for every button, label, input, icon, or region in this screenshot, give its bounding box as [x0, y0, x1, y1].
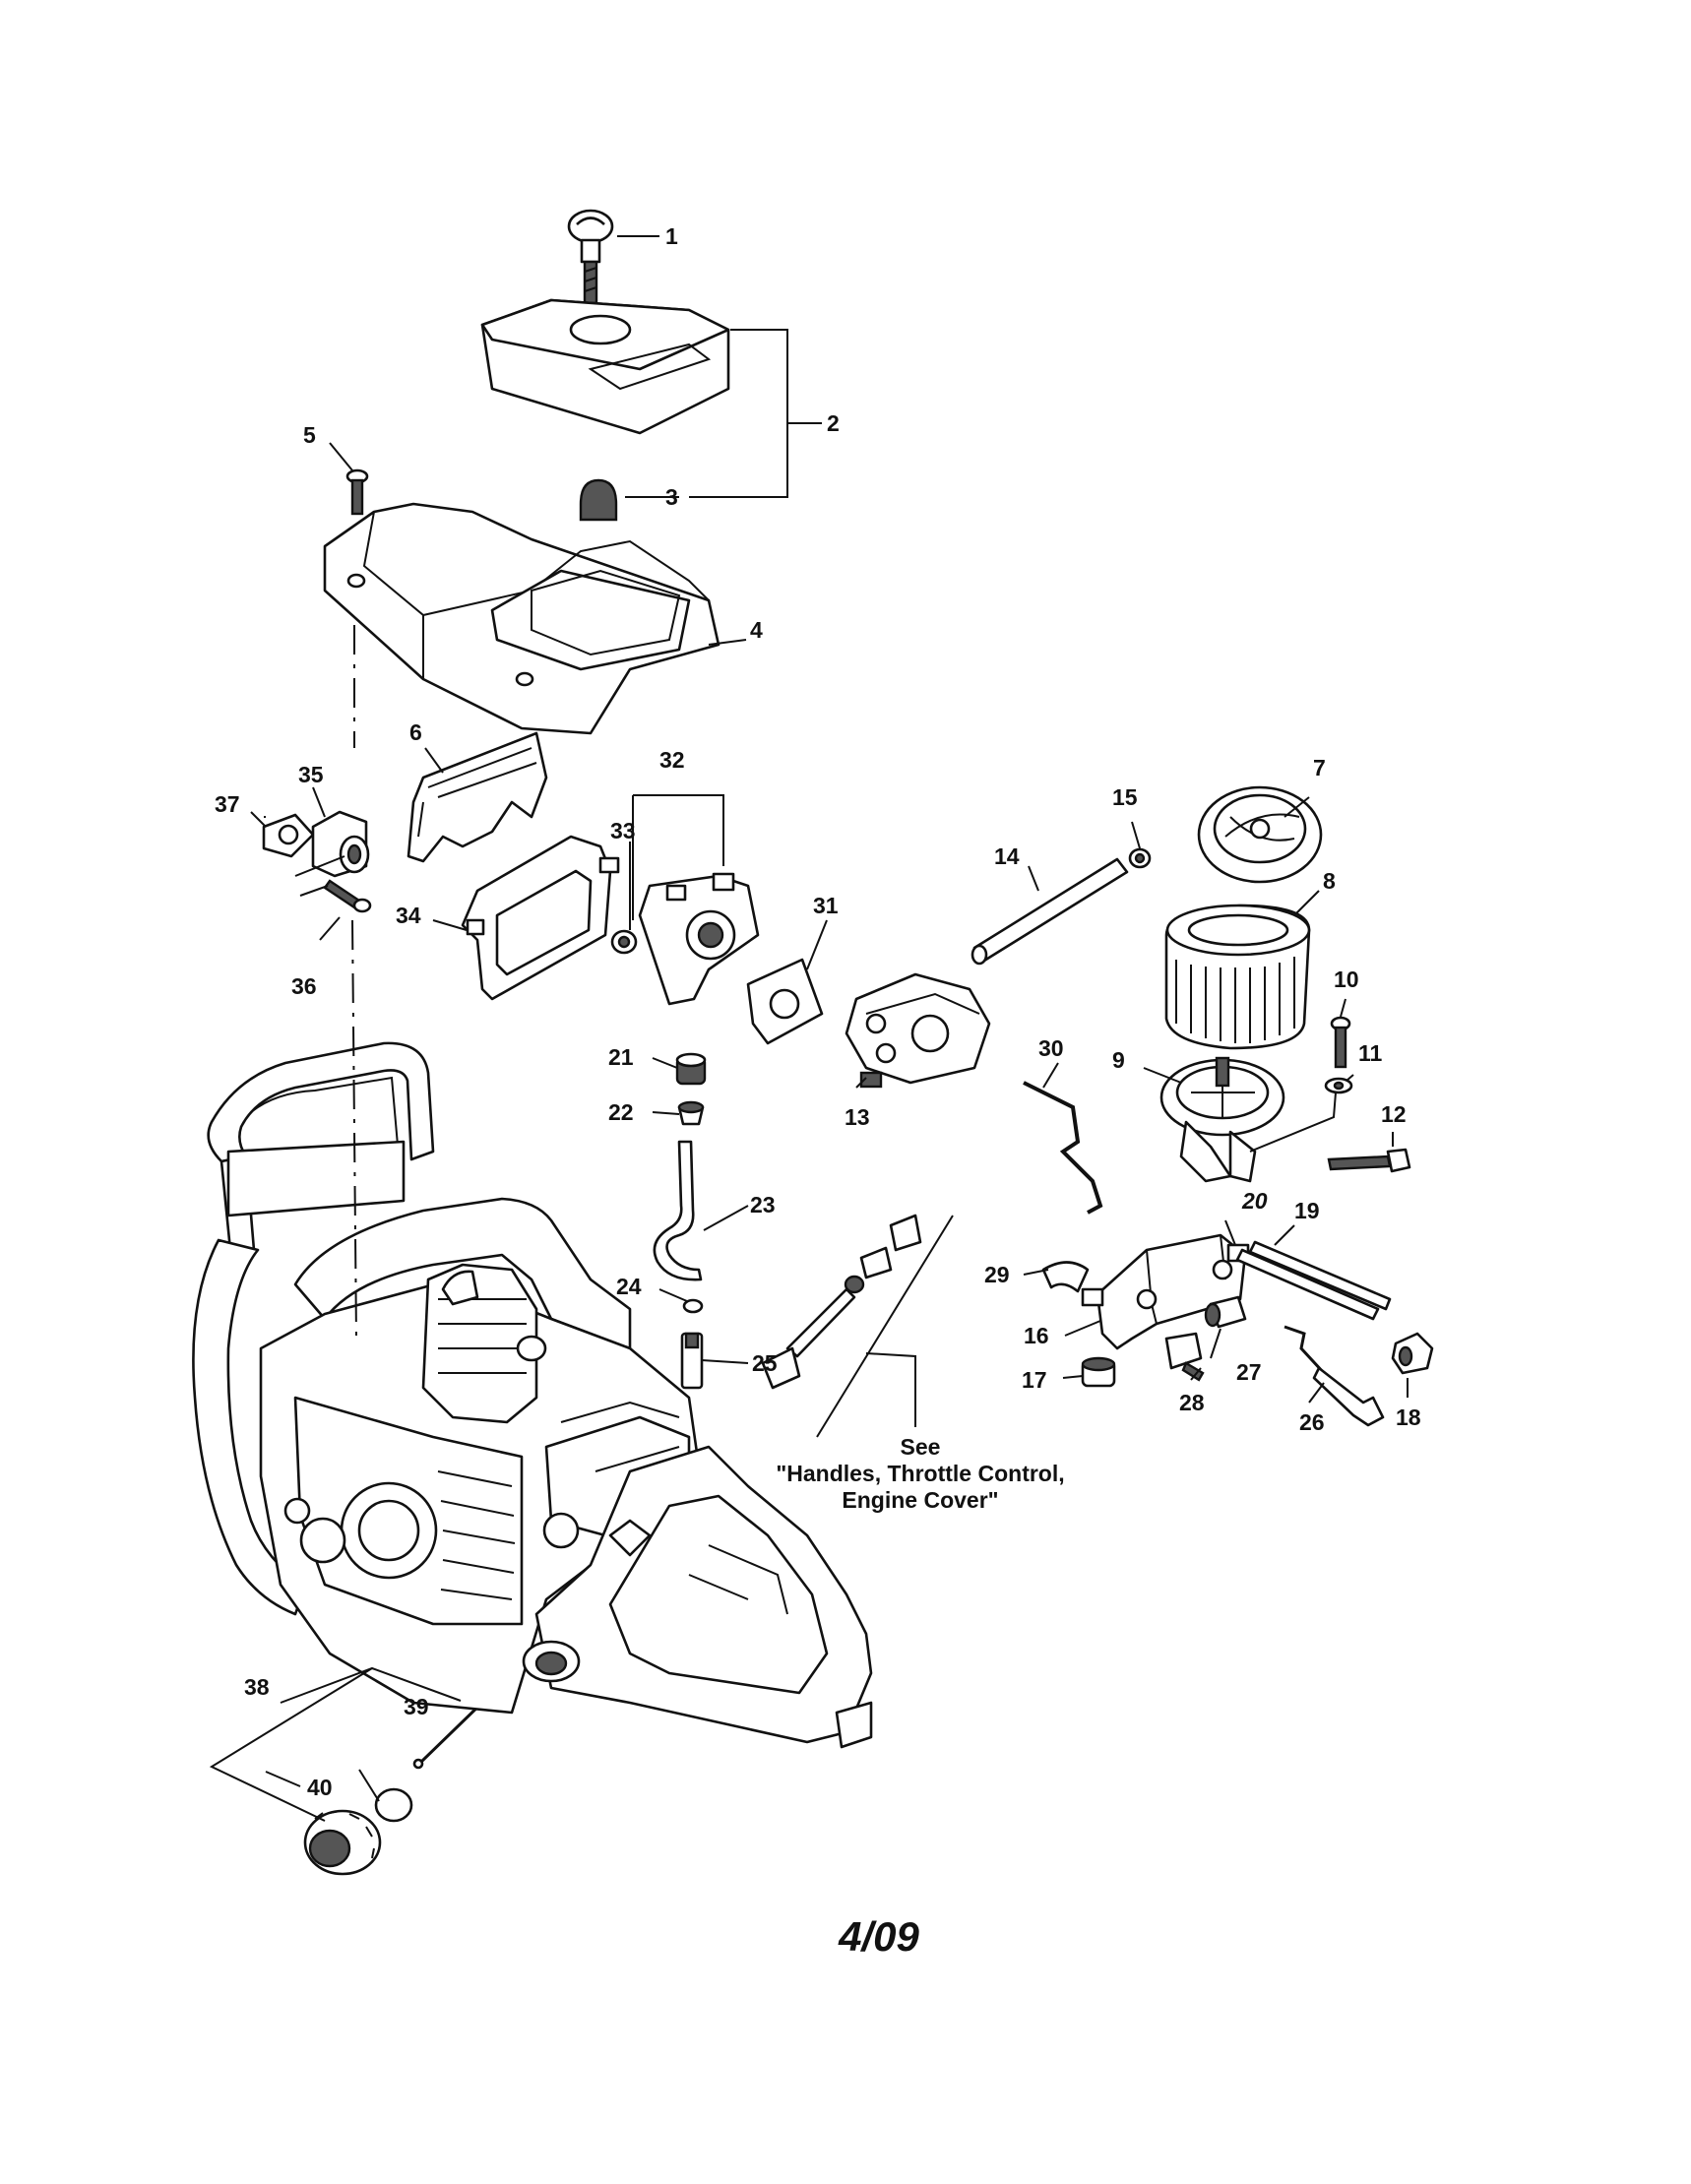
callout-labels: 1 2 3 4 5 6 7 8 9 10 11 12 13 14 15 16 1…	[215, 223, 1421, 1800]
callout-37: 37	[215, 791, 240, 817]
callout-22: 22	[608, 1099, 634, 1125]
callout-24: 24	[616, 1274, 642, 1299]
callout-26: 26	[1299, 1409, 1325, 1435]
leader-lines	[209, 235, 1409, 1822]
part-19-20-rods	[1235, 1240, 1392, 1321]
part-13-carburetor	[845, 972, 991, 1089]
callout-19: 19	[1294, 1198, 1320, 1223]
part-35-boot	[311, 810, 370, 878]
callout-29: 29	[984, 1262, 1010, 1287]
part-22-bushing	[677, 1100, 705, 1126]
part-34-frame	[461, 835, 620, 1001]
callout-27: 27	[1236, 1359, 1262, 1385]
part-6-baffle	[407, 731, 548, 863]
callout-21: 21	[608, 1044, 634, 1070]
part-2-top-cover	[480, 298, 730, 435]
part-37-gasket	[262, 813, 315, 858]
callout-10: 10	[1334, 967, 1359, 992]
callout-28: 28	[1179, 1390, 1205, 1415]
callout-33: 33	[610, 818, 636, 843]
part-18-primer	[1391, 1332, 1434, 1375]
callout-6: 6	[409, 719, 422, 745]
part-24-ring	[682, 1298, 704, 1314]
callout-35: 35	[298, 762, 324, 787]
see-note: See "Handles, Throttle Control, Engine C…	[776, 1434, 1064, 1513]
part-26-lever	[1284, 1325, 1385, 1427]
part-30-wire-link	[1023, 1081, 1103, 1215]
see-note-line1: See	[901, 1434, 941, 1460]
part-8-air-filter	[1164, 904, 1311, 1050]
callout-15: 15	[1112, 784, 1138, 810]
callout-14: 14	[994, 843, 1020, 869]
part-14-rod	[971, 857, 1129, 966]
part-38-oil-cap	[303, 1809, 382, 1876]
part-10-screw	[1330, 1016, 1351, 1069]
callout-7: 7	[1313, 755, 1326, 780]
part-11-washer	[1324, 1077, 1353, 1094]
callout-11: 11	[1358, 1040, 1383, 1066]
part-40-oring	[374, 1787, 413, 1823]
part-25-filter	[680, 1332, 704, 1390]
part-36-bolt	[323, 879, 372, 913]
callout-32: 32	[659, 747, 685, 773]
callout-23: 23	[750, 1192, 776, 1217]
part-32-carb-flange	[638, 872, 760, 1006]
callout-18: 18	[1396, 1404, 1421, 1430]
callout-20: 20	[1241, 1188, 1268, 1214]
part-28-knob	[1164, 1332, 1205, 1382]
callout-40: 40	[307, 1775, 333, 1800]
callout-12: 12	[1381, 1101, 1407, 1127]
see-note-line2: "Handles, Throttle Control,	[776, 1461, 1064, 1486]
callout-2: 2	[827, 410, 840, 436]
callout-8: 8	[1323, 868, 1336, 894]
callout-16: 16	[1024, 1323, 1049, 1348]
callout-5: 5	[303, 422, 316, 448]
part-chainsaw-body	[192, 1041, 873, 1749]
part-33-screw	[610, 929, 638, 955]
part-31-gasket	[746, 958, 824, 1045]
part-29-clip	[1041, 1261, 1090, 1293]
part-handle-fittings	[761, 1214, 922, 1390]
callout-3: 3	[665, 484, 678, 510]
callout-25: 25	[752, 1350, 778, 1376]
callout-38: 38	[244, 1674, 270, 1700]
callout-4: 4	[750, 617, 763, 643]
part-3-gasket	[579, 478, 618, 522]
date-code: 4/09	[838, 1913, 919, 1960]
part-9-filter-base	[1159, 1056, 1285, 1183]
see-note-line3: Engine Cover"	[842, 1487, 998, 1513]
part-17-grommet	[1081, 1356, 1116, 1388]
part-12-bolt	[1327, 1148, 1411, 1173]
part-15-ring	[1128, 847, 1152, 869]
callout-34: 34	[396, 903, 421, 928]
callout-31: 31	[813, 893, 839, 918]
part-23-fuel-hose	[653, 1140, 703, 1281]
part-27-plug	[1204, 1295, 1247, 1329]
callout-17: 17	[1022, 1367, 1047, 1393]
callout-30: 30	[1038, 1035, 1064, 1061]
callout-1: 1	[665, 223, 678, 249]
callout-13: 13	[845, 1104, 870, 1130]
part-4-engine-cover	[323, 502, 720, 735]
callout-36: 36	[291, 973, 317, 999]
part-1-knob-screw	[567, 209, 614, 305]
callout-39: 39	[404, 1694, 429, 1719]
part-21-grommet	[675, 1052, 707, 1086]
part-5-bolt	[345, 468, 369, 516]
part-16-bracket	[1081, 1233, 1250, 1350]
callout-9: 9	[1112, 1047, 1125, 1073]
